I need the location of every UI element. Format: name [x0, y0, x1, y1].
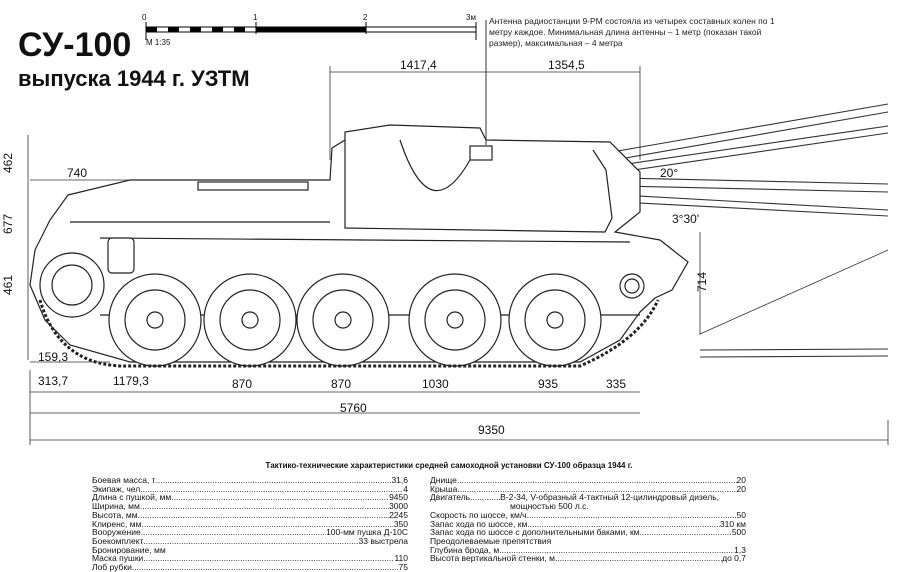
- dim-677: 677: [1, 213, 16, 235]
- scale-label-1: 1: [253, 13, 258, 22]
- dim-1179: 1179,3: [113, 374, 149, 388]
- dim-top-left: 1417,4: [400, 58, 437, 72]
- spec-row: Длина с пушкой, мм9450: [92, 493, 408, 502]
- spec-row: Днище20: [430, 476, 746, 485]
- scale-label-0: 0: [142, 13, 147, 22]
- spec-row: Вооружение100-мм пушка Д-10С: [92, 528, 408, 537]
- spec-row: ДвигательВ-2-34, V-образный 4-тактный 12…: [430, 493, 746, 502]
- track: [38, 299, 660, 368]
- specs-right: Днище20 Крыша20 ДвигательВ-2-34, V-образ…: [430, 476, 746, 563]
- gun-barrels: [611, 103, 889, 358]
- scale-ratio: М 1:35: [146, 38, 171, 47]
- antenna-note: Антенна радиостанции 9-РМ состояла из че…: [489, 16, 775, 48]
- specs-left: Боевая масса, т31,6 Экипаж, чел.4 Длина …: [92, 476, 408, 572]
- spec-row: Скорость по шоссе, км/ч50: [430, 511, 746, 520]
- page-subtitle: выпуска 1944 г. УЗТМ: [18, 66, 250, 91]
- road-wheels: [108, 273, 602, 367]
- dim-313: 313,7: [38, 374, 69, 388]
- spec-row: Высота, мм2245: [92, 511, 408, 520]
- spec-row: Глубина брода, м1,3: [430, 546, 746, 555]
- page-title: СУ-100: [18, 26, 132, 64]
- spec-table-title: Тактико-технические характеристики средн…: [265, 461, 633, 470]
- dim-1030: 1030: [422, 377, 449, 391]
- dimension-lines: [27, 66, 889, 445]
- spec-row: Запас хода по шоссе, км310 км: [430, 520, 746, 529]
- spec-row: Преодолеваемые препятствия: [430, 536, 552, 546]
- dim-462: 462: [1, 152, 16, 174]
- dim-5760: 5760: [340, 401, 367, 415]
- spec-row: Боекомплект33 выстрела: [92, 537, 408, 546]
- angle-20: 20°: [660, 166, 679, 180]
- dim-159: 159,3: [38, 350, 69, 364]
- dim-461: 461: [1, 274, 16, 296]
- dim-935: 935: [538, 377, 559, 391]
- dim-714: 714: [695, 271, 710, 293]
- dim-335: 335: [606, 377, 627, 391]
- dim-740: 740: [67, 166, 88, 180]
- scale-bar: [145, 22, 477, 40]
- scale-label-3: 3м: [466, 13, 476, 22]
- spec-row: Запас хода по шоссе с дополнительными ба…: [430, 528, 746, 537]
- dim-870a: 870: [232, 377, 253, 391]
- angle-3-30: 3°30': [672, 212, 700, 226]
- spec-row: Маска пушки110: [92, 554, 408, 563]
- spec-row: Высота вертикальной стенки, мдо 0,7: [430, 554, 746, 563]
- spec-row: Ширина, мм3000: [92, 502, 408, 511]
- spec-row: Экипаж, чел.4: [92, 485, 408, 494]
- spec-row: Боевая масса, т31,6: [92, 476, 408, 485]
- spec-row: Крыша20: [430, 485, 746, 494]
- spec-row: Бронирование, мм: [92, 545, 166, 555]
- dim-870b: 870: [331, 377, 352, 391]
- spec-row: мощностью 500 л.с.: [510, 502, 589, 511]
- scale-label-2: 2: [363, 13, 368, 22]
- dim-top-right: 1354,5: [548, 58, 585, 72]
- spec-row: Лоб рубки75: [92, 563, 408, 572]
- dim-9350: 9350: [478, 423, 505, 437]
- spec-row: Клиренс, мм350: [92, 520, 408, 529]
